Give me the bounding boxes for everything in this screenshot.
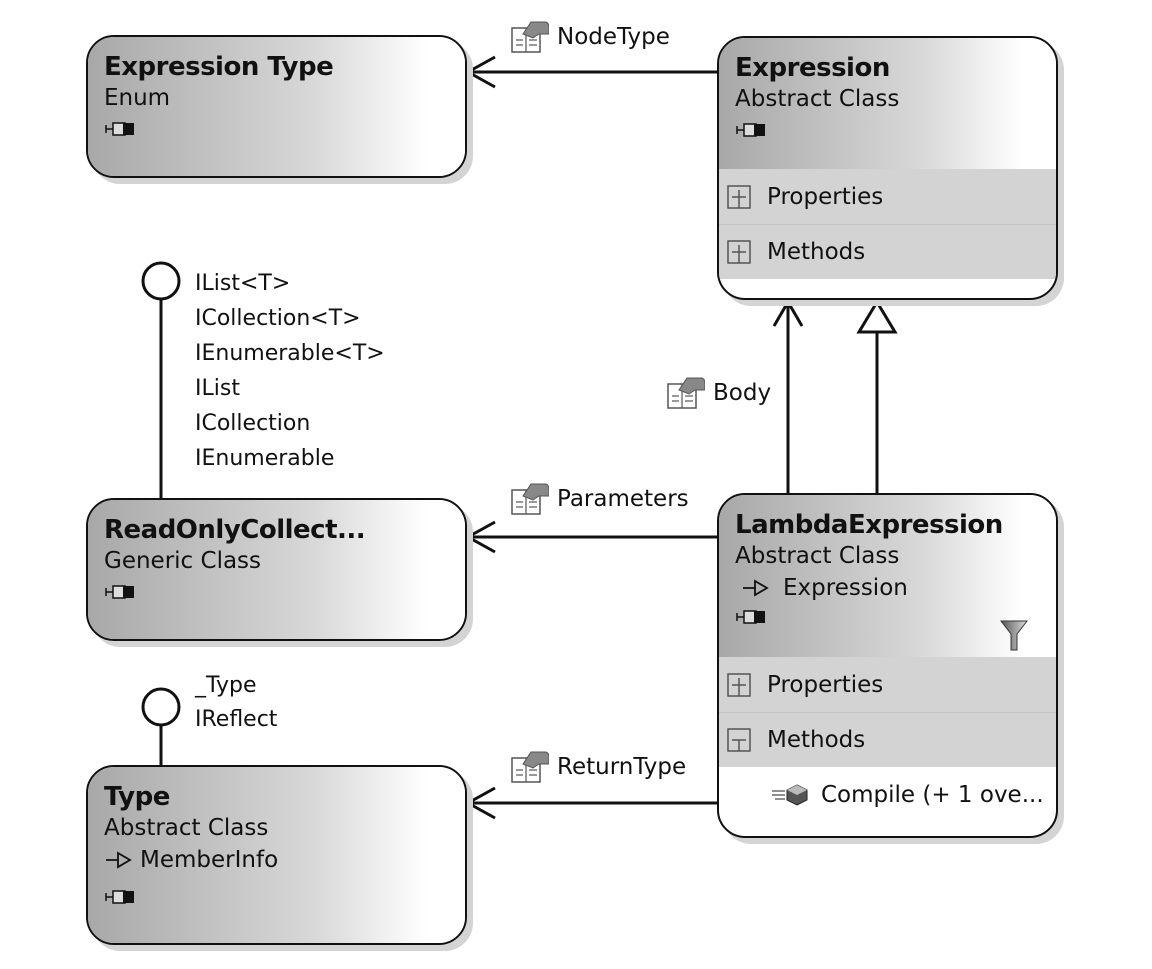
- inheritance-arrow-icon: [743, 579, 769, 597]
- base-type-name: Expression: [783, 575, 908, 601]
- interface-name: IReflect: [195, 707, 278, 732]
- shape-kind: Abstract Class: [104, 815, 269, 841]
- compartment-label: Properties: [767, 183, 884, 210]
- interface-name: IList: [195, 376, 240, 401]
- base-type-name: MemberInfo: [140, 847, 279, 873]
- association-parameters[interactable]: [464, 520, 718, 554]
- interface-list-readonlycollection: IList<T> ICollection<T> IEnumerable<T> I…: [195, 266, 385, 476]
- association-label-returntype[interactable]: ReturnType: [509, 750, 686, 784]
- compartment-label: Methods: [767, 239, 866, 265]
- shape-kind: Enum: [104, 85, 171, 111]
- compartment-methods[interactable]: Methods: [719, 712, 1056, 767]
- interface-name: IEnumerable<T>: [195, 341, 385, 366]
- shape-kind: Abstract Class: [735, 543, 900, 569]
- expand-icon[interactable]: [727, 184, 751, 209]
- shape-lambdaexpression[interactable]: LambdaExpression Abstract Class Expressi…: [717, 493, 1058, 838]
- association-label-nodetype[interactable]: NodeType: [509, 20, 670, 54]
- association-name: NodeType: [557, 24, 670, 50]
- collapse-icon[interactable]: [727, 728, 751, 752]
- association-nodetype[interactable]: [464, 55, 718, 89]
- expand-icon[interactable]: [727, 672, 751, 697]
- shape-expression[interactable]: Expression Abstract Class Properties Met…: [717, 36, 1058, 300]
- property-icon: [511, 483, 549, 515]
- base-type: MemberInfo: [104, 843, 449, 877]
- interface-name: IList<T>: [195, 271, 291, 296]
- interface-name: IEnumerable: [195, 446, 335, 471]
- interface-name: _Type: [195, 673, 257, 698]
- association-name: Parameters: [557, 486, 689, 512]
- compartment-methods[interactable]: Methods: [719, 224, 1056, 279]
- interface-name: ICollection: [195, 411, 311, 436]
- shape-name: Expression Type: [104, 52, 334, 82]
- member-label: Compile (+ 1 ove...: [821, 781, 1044, 808]
- inheritance-line[interactable]: [856, 299, 898, 495]
- association-label-body[interactable]: Body: [665, 376, 771, 410]
- shape-kind: Generic Class: [104, 548, 262, 574]
- interface-name: ICollection<T>: [195, 306, 361, 331]
- association-name: Body: [713, 380, 772, 406]
- compartment-properties[interactable]: Properties: [719, 657, 1056, 712]
- inheritance-arrow-icon: [106, 851, 132, 869]
- compartment-properties[interactable]: Properties: [719, 169, 1056, 224]
- base-type: Expression: [735, 571, 1040, 605]
- property-icon: [667, 377, 705, 409]
- collapse-toggle-icon[interactable]: [104, 584, 138, 600]
- association-label-parameters[interactable]: Parameters: [509, 482, 689, 516]
- association-body[interactable]: [772, 299, 804, 495]
- property-icon: [511, 21, 549, 53]
- shape-type[interactable]: Type Abstract Class MemberInfo: [86, 765, 467, 945]
- shape-readonlycollection[interactable]: ReadOnlyCollect... Generic Class: [86, 498, 467, 641]
- compartment-label: Methods: [767, 727, 866, 753]
- association-returntype[interactable]: [464, 786, 718, 820]
- method-icon: [772, 783, 808, 806]
- shape-name: LambdaExpression: [735, 510, 1003, 540]
- shape-name: ReadOnlyCollect...: [104, 515, 366, 545]
- expand-icon[interactable]: [727, 240, 751, 264]
- shape-expression-type[interactable]: Expression Type Enum: [86, 35, 467, 178]
- interface-lollipop-type[interactable]: [141, 687, 181, 767]
- filter-icon[interactable]: [1000, 619, 1028, 651]
- interface-lollipop-readonlycollection[interactable]: [141, 261, 181, 500]
- member-compile[interactable]: Compile (+ 1 ove...: [719, 767, 1056, 822]
- collapse-toggle-icon[interactable]: [735, 122, 769, 138]
- shape-kind: Abstract Class: [735, 86, 900, 112]
- collapse-toggle-icon[interactable]: [104, 121, 138, 137]
- association-name: ReturnType: [557, 754, 687, 780]
- collapse-toggle-icon[interactable]: [735, 609, 769, 625]
- property-icon: [511, 751, 549, 783]
- collapse-toggle-icon[interactable]: [104, 889, 138, 905]
- interface-list-type: _Type IReflect: [195, 669, 277, 737]
- compartment-label: Properties: [767, 671, 884, 698]
- shape-name: Expression: [735, 53, 890, 83]
- shape-name: Type: [104, 782, 170, 812]
